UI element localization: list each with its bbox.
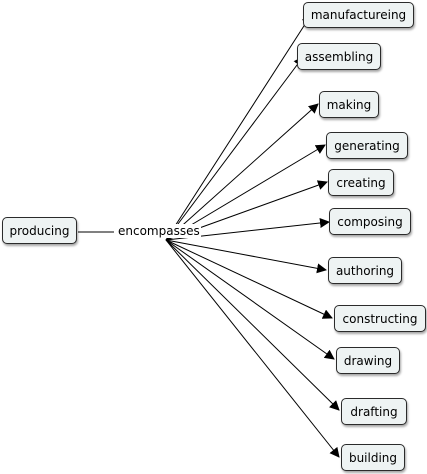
node-label: manufactureing xyxy=(310,8,407,22)
arrow-to-manufactureing xyxy=(165,14,312,241)
node-label: drafting xyxy=(350,404,398,419)
node-making[interactable]: making xyxy=(319,91,379,118)
node-label: composing xyxy=(337,214,403,229)
node-drafting[interactable]: drafting xyxy=(341,398,407,425)
arrow-to-making xyxy=(165,103,319,241)
node-label: making xyxy=(326,97,372,112)
arrow-to-drawing xyxy=(165,239,335,360)
arrow-to-drafting xyxy=(165,239,340,411)
node-label: building xyxy=(348,450,398,465)
linking-phrase: encompasses xyxy=(117,224,201,238)
node-label: creating xyxy=(336,175,386,190)
node-label: producing xyxy=(9,223,70,238)
node-constructing[interactable]: constructing xyxy=(334,305,426,332)
node-generating[interactable]: generating xyxy=(326,132,408,159)
arrow-to-building xyxy=(165,239,340,458)
node-building[interactable]: building xyxy=(341,444,405,471)
arrow-to-assembling xyxy=(165,56,304,241)
node-authoring[interactable]: authoring xyxy=(328,257,402,284)
node-producing[interactable]: producing xyxy=(2,217,77,244)
node-assembling[interactable]: assembling xyxy=(297,43,381,70)
arrow-to-constructing xyxy=(165,239,333,319)
node-manufactureing[interactable]: manufactureing xyxy=(303,2,414,28)
node-label: drawing xyxy=(343,353,393,368)
node-creating[interactable]: creating xyxy=(328,169,394,196)
node-drawing[interactable]: drawing xyxy=(336,347,400,374)
arrow-to-authoring xyxy=(165,239,327,274)
node-composing[interactable]: composing xyxy=(329,208,411,235)
node-label: generating xyxy=(334,138,400,153)
node-label: authoring xyxy=(335,263,395,278)
node-label: constructing xyxy=(342,311,418,326)
node-label: assembling xyxy=(304,49,374,64)
